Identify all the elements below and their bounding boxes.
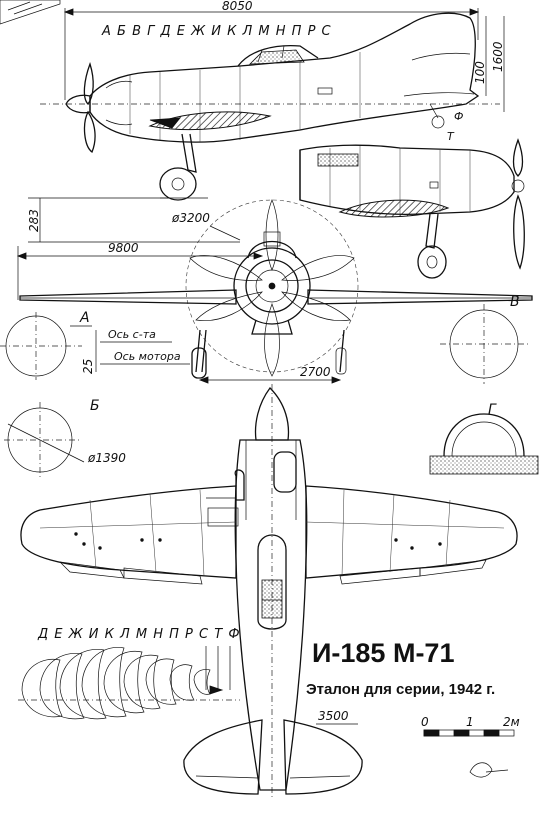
dim-track: 2700 [300,365,331,379]
dim-prop-diameter: ø3200 [171,211,210,225]
section-a: А Ось с-та Ось мотора 25 [0,310,190,380]
rivet-dots [74,532,442,550]
side-view-second [299,138,525,279]
dim-length: 8050 [222,0,253,13]
section-label-b: Б [90,398,100,414]
scale-tick-0: 0 [421,715,429,729]
section-label-a: А [79,310,90,326]
plan-view: 3500 [20,384,518,800]
drawing-subtitle: Эталон для серии, 1942 г. [306,681,495,698]
dim-gear-height: 283 [27,209,41,232]
dim-height-small: 100 [473,61,487,84]
scale-bar: 0 1 2м [421,715,520,737]
dim-height-tail: 1600 [491,41,505,72]
dim-cowl-diameter: ø1390 [87,451,126,465]
dim-span: 9800 [108,241,139,255]
drawing-title: И-185 М-71 [312,638,454,668]
station-label-t: Т [447,130,455,143]
side-view-profile: 8050 А Б В Г Д Е Ж И К Л М Н П Р С [40,0,505,201]
title-block: И-185 М-71 Эталон для серии, 1942 г. [306,638,495,698]
axis-label-airframe: Ось с-та [108,328,156,341]
section-g: Г [429,402,539,475]
front-view: 9800 ø3200 2700 [16,199,533,384]
scale-tick-1: 1 [466,715,474,729]
station-label-f: Ф [454,110,463,123]
stations-top: А Б В Г Д Е Ж И К Л М Н П Р С [101,24,332,39]
axis-label-engine: Ось мотора [114,350,181,363]
section-v: В [440,294,530,384]
dim-engine-offset: 25 [81,359,95,374]
scale-tick-2: 2м [503,715,520,729]
section-label-v: В [510,294,520,310]
corner-stamp [0,0,61,25]
section-b: Б ø1390 [4,398,126,478]
stations-bottom: Д Е Ж И К Л М Н П Р С Т Ф [37,627,241,642]
dim-stabilizer-span: 3500 [318,709,349,723]
section-label-g: Г [488,402,497,418]
section-stations: Д Е Ж И К Л М Н П Р С Т Ф [18,627,241,720]
gear-height-dimension: 283 [27,197,240,243]
